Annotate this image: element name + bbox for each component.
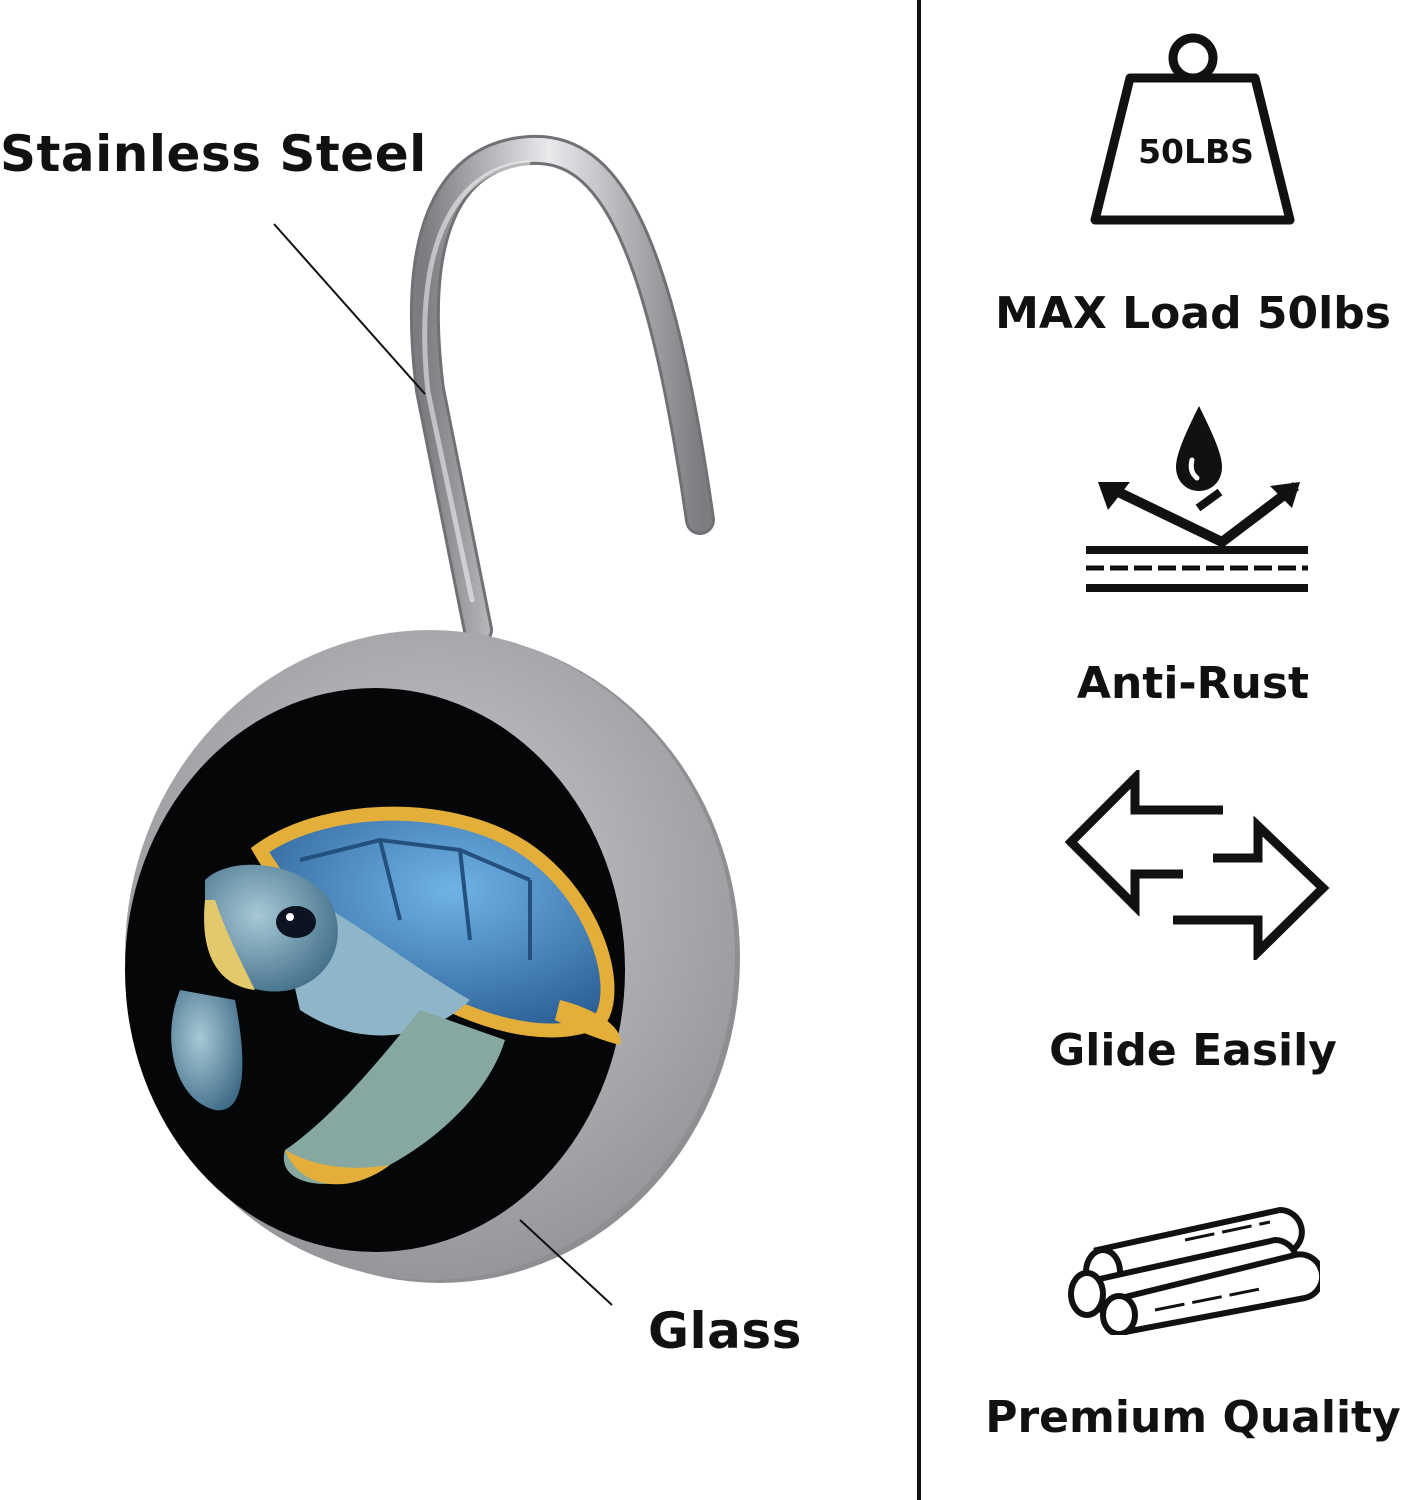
water-repellent-icon <box>1080 400 1320 605</box>
anti-rust-label: Anti-Rust <box>1076 658 1310 709</box>
weight-icon <box>1085 30 1305 230</box>
max-load-label: MAX Load 50lbs <box>995 288 1391 339</box>
glass-leader-line <box>519 1219 613 1306</box>
vertical-divider <box>917 0 921 1500</box>
premium-quality-label: Premium Quality <box>985 1392 1401 1443</box>
glide-easily-label: Glide Easily <box>1049 1025 1337 1076</box>
stainless-steel-leader-line <box>273 223 426 395</box>
weight-badge-text: 50LBS <box>1138 132 1254 171</box>
turtle-artwork <box>171 806 621 1185</box>
shower-hook-image <box>125 134 740 1306</box>
double-arrow-icon <box>1063 770 1333 960</box>
stainless-steel-label: Stainless Steel <box>0 125 427 183</box>
product-illustration <box>125 134 740 1306</box>
steel-rods-icon <box>1065 1200 1320 1335</box>
glass-label: Glass <box>648 1302 802 1360</box>
hook-wire <box>409 134 715 645</box>
